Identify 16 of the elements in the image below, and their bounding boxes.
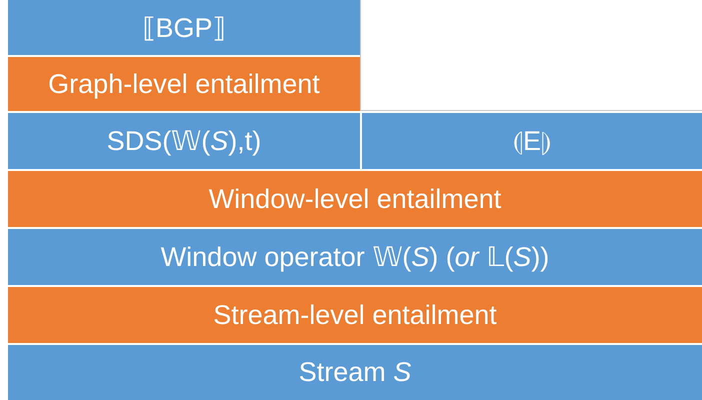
layer-band bbox=[8, 0, 360, 55]
layer-band bbox=[8, 57, 360, 111]
layer-band bbox=[8, 345, 702, 400]
layer-band bbox=[8, 287, 702, 343]
layer-label: Stream S bbox=[298, 357, 412, 388]
layer-label: ⦇E⦈ bbox=[512, 126, 551, 156]
layer-band bbox=[8, 171, 702, 227]
layer-label: ⟦BGP⟧ bbox=[142, 12, 226, 44]
layer-label: Stream-level entailment bbox=[213, 300, 497, 330]
layer-band bbox=[8, 113, 360, 169]
layer-label: SDS(𝕎(S),t) bbox=[106, 125, 262, 157]
layer-band bbox=[362, 113, 702, 169]
layer-band bbox=[8, 229, 702, 285]
layer-label: Window operator 𝕎(S) (or 𝕃(S)) bbox=[160, 241, 550, 273]
layer-label: Graph-level entailment bbox=[48, 68, 320, 100]
layer-label: Window-level entailment bbox=[208, 184, 502, 214]
